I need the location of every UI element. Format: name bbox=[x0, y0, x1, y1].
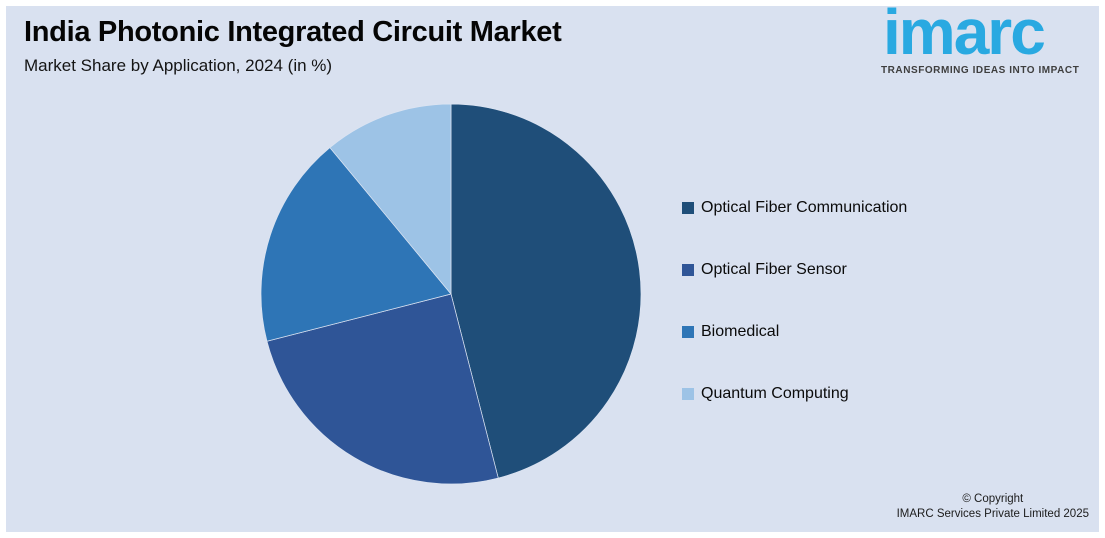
legend-item-1: Optical Fiber Communication bbox=[682, 197, 907, 219]
pie-slice-1 bbox=[450, 103, 642, 479]
copyright-line2: IMARC Services Private Limited 2025 bbox=[896, 508, 1089, 520]
legend-swatch-icon bbox=[682, 388, 694, 400]
legend-item-3: Biomedical bbox=[682, 321, 907, 343]
copyright-footer: © Copyright IMARC Services Private Limit… bbox=[897, 492, 1089, 522]
imarc-logo-wordmark: imarc bbox=[883, 0, 1046, 68]
legend-item-2: Optical Fiber Sensor bbox=[682, 259, 907, 281]
pie-slice-3 bbox=[260, 147, 452, 342]
legend-swatch-icon bbox=[682, 264, 694, 276]
page-title: India Photonic Integrated Circuit Market bbox=[24, 16, 562, 48]
chart-header: India Photonic Integrated Circuit Market… bbox=[24, 14, 562, 76]
pie-slice-2 bbox=[266, 293, 499, 485]
pie-chart bbox=[260, 103, 642, 485]
legend-swatch-icon bbox=[682, 326, 694, 338]
pie-slice-4 bbox=[329, 103, 452, 295]
pie-chart-container bbox=[245, 88, 657, 500]
page-subtitle: Market Share by Application, 2024 (in %) bbox=[24, 56, 333, 76]
legend-label: Optical Fiber Sensor bbox=[701, 261, 847, 278]
legend-label: Optical Fiber Communication bbox=[701, 199, 908, 216]
legend-item-4: Quantum Computing bbox=[682, 383, 907, 405]
copyright-line1: © Copyright bbox=[962, 493, 1024, 505]
legend-label: Quantum Computing bbox=[701, 385, 849, 402]
legend-label: Biomedical bbox=[701, 323, 780, 340]
imarc-logo: imarc TRANSFORMING IDEAS INTO IMPACT bbox=[881, 0, 1096, 76]
legend-swatch-icon bbox=[682, 202, 694, 214]
imarc-logo-tagline: TRANSFORMING IDEAS INTO IMPACT bbox=[881, 64, 1080, 76]
